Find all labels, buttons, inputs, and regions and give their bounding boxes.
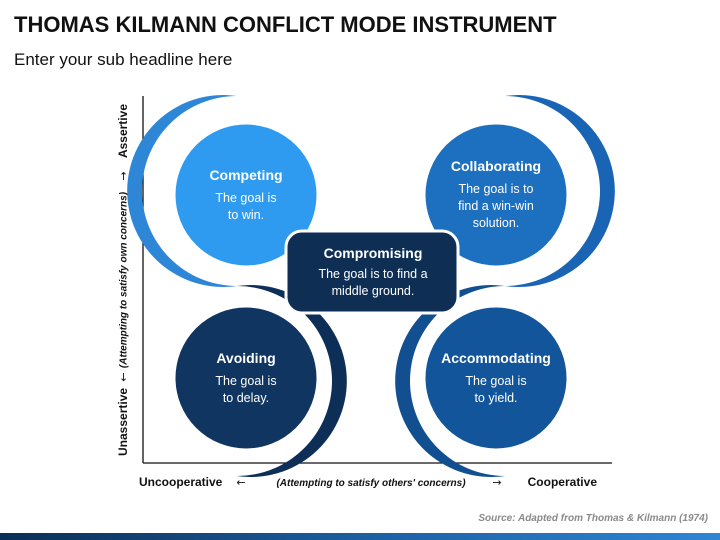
competing-crescent <box>127 95 237 287</box>
y-axis-low-label: Unassertive <box>116 388 130 456</box>
compromising-box <box>284 229 460 315</box>
y-axis-down-arrow-icon: ← <box>117 372 130 381</box>
collaborating-crescent <box>505 95 615 287</box>
collaborating-shape <box>422 95 615 287</box>
avoiding-node: Avoiding The goal is to delay. <box>176 308 316 448</box>
x-axis-right-arrow-icon: → <box>492 476 501 489</box>
competing-shape <box>127 95 320 287</box>
accommodating-node: Accommodating The goal is to yield. <box>426 308 566 448</box>
y-axis-up-arrow-icon: → <box>117 171 130 180</box>
y-axis-description: (Attempting to satisfy own concerns) <box>119 191 130 368</box>
x-axis-description: (Attempting to satisfy others' concerns) <box>276 478 466 489</box>
x-axis-low-label: Uncooperative <box>139 475 223 489</box>
accommodating-shape <box>395 285 570 477</box>
accommodating-circle <box>422 304 570 452</box>
x-axis-high-label: Cooperative <box>528 475 598 489</box>
competing-node: Competing The goal is to win. <box>176 125 316 265</box>
avoiding-circle <box>172 304 320 452</box>
page-subtitle: Enter your sub headline here <box>14 50 233 69</box>
collaborating-node: Collaborating The goal is to find a win-… <box>426 125 566 265</box>
avoiding-shape <box>172 285 347 477</box>
collaborating-description: The goal is to find a win-win solution. <box>458 182 534 230</box>
footer-bar <box>0 533 720 540</box>
accommodating-crescent <box>395 285 505 477</box>
y-axis-labels: Unassertive ← (Attempting to satisfy own… <box>116 104 130 456</box>
avoiding-title: Avoiding <box>216 349 276 366</box>
compromising-title: Compromising <box>323 244 423 261</box>
page-title: THOMAS KILMANN CONFLICT MODE INSTRUMENT <box>14 12 557 37</box>
avoiding-crescent <box>237 285 347 477</box>
compromising-description: The goal is to find a middle ground. <box>318 266 428 298</box>
x-axis-left-arrow-icon: ← <box>236 476 245 489</box>
compromising-node: Compromising The goal is to find a middl… <box>288 232 458 312</box>
competing-circle <box>172 121 320 269</box>
competing-title: Competing <box>209 166 283 183</box>
collaborating-title: Collaborating <box>450 158 542 174</box>
avoiding-description: The goal is to delay. <box>215 373 277 405</box>
collaborating-circle <box>422 121 570 269</box>
y-axis-high-label: Assertive <box>116 104 130 158</box>
accommodating-description: The goal is to yield. <box>465 373 527 405</box>
source-citation: Source: Adapted from Thomas & Kilmann (1… <box>478 513 708 524</box>
competing-description: The goal is to win. <box>215 190 277 222</box>
accommodating-title: Accommodating <box>441 349 551 366</box>
